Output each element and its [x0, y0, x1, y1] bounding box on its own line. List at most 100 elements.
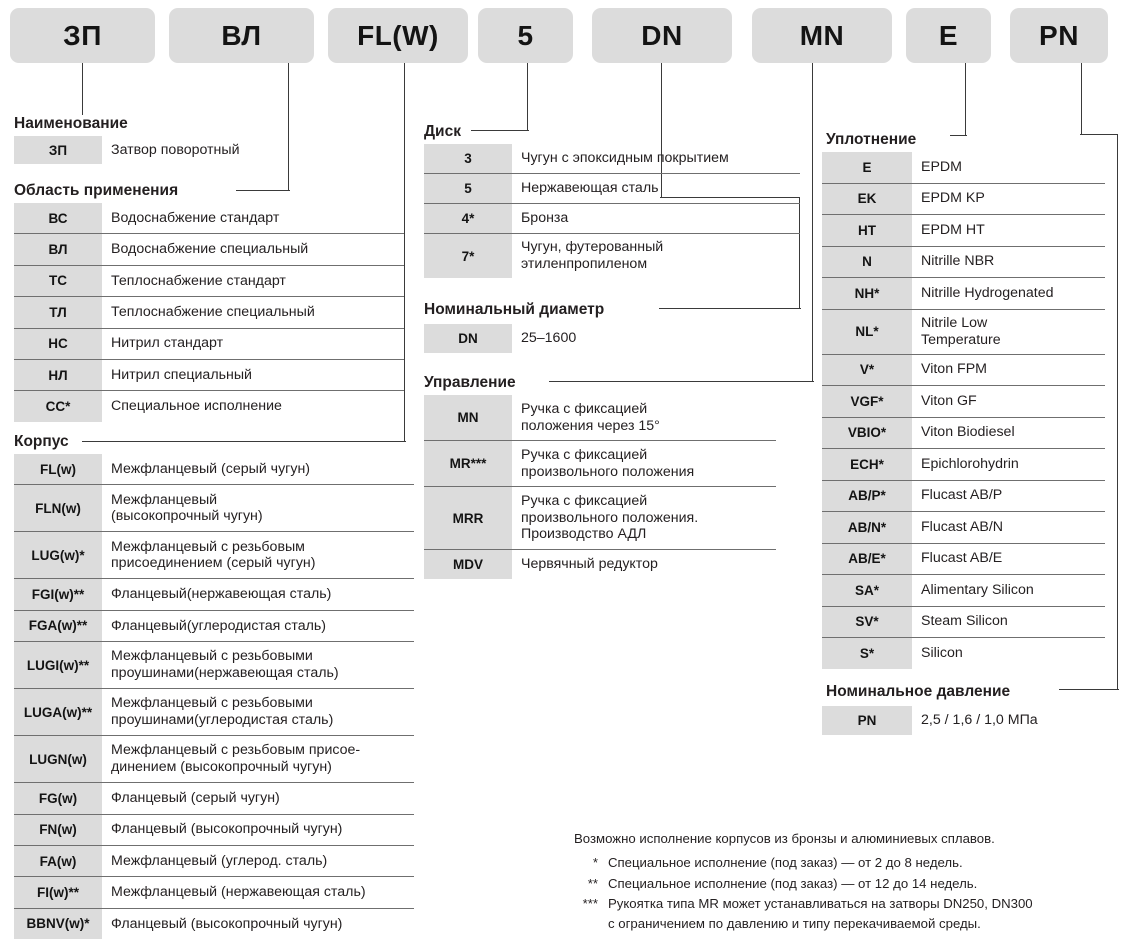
- row-description: Бронза: [512, 204, 800, 233]
- row-description-line: Чугун, футерованный: [521, 239, 664, 256]
- row-code: SV*: [822, 606, 912, 637]
- table-row: VBIO*Viton Biodiesel: [822, 417, 1105, 449]
- table-row: S*Silicon: [822, 638, 1105, 669]
- row-description-line: Epichlorohydrin: [921, 455, 1019, 472]
- heading-oblast-primeneniya: Область применения: [14, 182, 179, 199]
- row-code: ECH*: [822, 449, 912, 480]
- row-description-line: Viton Biodiesel: [921, 424, 1015, 441]
- connector-5-h: [471, 130, 529, 131]
- table-row: SV* Steam Silicon: [822, 606, 1105, 638]
- table-row: FA(w)Межфланцевый (углерод. сталь): [14, 845, 414, 878]
- row-description-line: EPDM KP: [921, 190, 985, 207]
- row-description-line: Нержавеющая сталь: [521, 180, 659, 197]
- table-row: AB/P*Flucast AB/P: [822, 480, 1105, 512]
- row-description: Nitrille Hydrogenated: [912, 278, 1105, 309]
- footnote-text-line: с ограничением по давлению и типу перека…: [608, 916, 981, 932]
- heading-upravlenie: Управление: [424, 374, 516, 391]
- row-description-line: Нитрил специальный: [111, 366, 252, 383]
- row-code: 7*: [424, 234, 512, 278]
- code-box-e: E: [906, 8, 991, 63]
- code-box-label: ВЛ: [221, 19, 262, 51]
- row-code: HT: [822, 215, 912, 246]
- connector-dn-v1: [661, 63, 662, 198]
- row-description-line: Steam Silicon: [921, 613, 1008, 630]
- row-description: Нержавеющая сталь: [512, 174, 800, 203]
- row-description-line: 2,5 / 1,6 / 1,0 МПа: [921, 712, 1038, 729]
- connector-pn-v1: [1081, 63, 1082, 135]
- row-code: ВЛ: [14, 234, 102, 265]
- row-description: Flucast AB/P: [912, 481, 1105, 512]
- code-box-label: PN: [1039, 19, 1079, 51]
- code-box-label: ЗП: [63, 19, 102, 51]
- row-description: Фланцевый (высокопрочный чугун): [102, 815, 414, 845]
- row-description: Нитрил стандарт: [102, 329, 404, 359]
- row-description-line: Межфланцевый (серый чугун): [111, 460, 310, 477]
- row-description-line: Alimentary Silicon: [921, 581, 1034, 598]
- row-description-line: 25–1600: [521, 330, 577, 347]
- connector-flw-h: [82, 441, 406, 442]
- code-box-dn: DN: [592, 8, 732, 63]
- table-nominalnyi-diametr: DN 25–1600: [424, 324, 800, 353]
- row-code: MRR: [424, 487, 512, 549]
- row-description-line: Ручка с фиксацией: [521, 400, 648, 417]
- row-description-line: EPDM: [921, 158, 962, 175]
- row-code: VGF*: [822, 386, 912, 417]
- row-code: FGI(w)**: [14, 579, 102, 610]
- footnote-text-line: Специальное исполнение (под заказ) — от …: [608, 875, 978, 891]
- table-row: FL(w)Межфланцевый (серый чугун): [14, 454, 414, 486]
- footnote-text: Специальное исполнение (под заказ) — от …: [608, 874, 1119, 894]
- code-box-label: FL(W): [357, 19, 439, 51]
- connector-vl-v: [288, 63, 289, 190]
- row-description-line: Фланцевый (высокопрочный чугун): [111, 915, 343, 932]
- row-description: Фланцевый(нержавеющая сталь): [102, 579, 414, 609]
- table-row: FG(w)Фланцевый (серый чугун): [14, 783, 414, 815]
- row-description-line: Нитрил стандарт: [111, 335, 224, 352]
- row-code: BBNV(w)*: [14, 908, 102, 940]
- table-row: E EPDM: [822, 152, 1105, 184]
- table-row: СС*Специальное исполнение: [14, 391, 404, 422]
- row-code: FLN(w): [14, 485, 102, 532]
- row-description: Viton Biodiesel: [912, 418, 1105, 449]
- row-code: ТЛ: [14, 297, 102, 328]
- row-description-line: Viton GF: [921, 392, 977, 409]
- heading-naimenovanie: Наименование: [14, 115, 128, 132]
- connector-mn-h: [549, 381, 814, 382]
- row-code: DN: [424, 324, 512, 353]
- row-code: 3: [424, 144, 512, 173]
- row-description: Epichlorohydrin: [912, 449, 1105, 480]
- row-code: NH*: [822, 278, 912, 309]
- row-description: Межфланцевый(высокопрочный чугун): [102, 485, 414, 531]
- row-description-line: Silicon: [921, 644, 963, 661]
- table-row: FLN(w)Межфланцевый(высокопрочный чугун): [14, 485, 414, 533]
- code-box-label: MN: [799, 19, 845, 51]
- connector-dn-h2: [659, 308, 801, 309]
- code-box-label: DN: [641, 19, 683, 51]
- row-description: Теплоснабжение стандарт: [102, 266, 404, 296]
- row-code: LUGN(w): [14, 736, 102, 783]
- row-code: E: [822, 152, 912, 183]
- footnote-text: Рукоятка типа MR может устанавливаться н…: [608, 894, 1119, 934]
- row-description: Водоснабжение стандарт: [102, 203, 404, 233]
- row-description-line: Затвор поворотный: [111, 141, 240, 158]
- table-row: FGI(w)**Фланцевый(нержавеющая сталь): [14, 579, 414, 611]
- heading-korpus: Корпус: [14, 433, 69, 450]
- row-description: Червячный редуктор: [512, 550, 776, 579]
- row-description: Межфланцевый (серый чугун): [102, 454, 414, 484]
- row-code: N: [822, 246, 912, 277]
- row-description-line: произвольного положения.: [521, 509, 699, 526]
- row-code: V*: [822, 354, 912, 385]
- row-description: Межфланцевый (углерод. сталь): [102, 846, 414, 876]
- footnote-marker: **: [587, 875, 598, 891]
